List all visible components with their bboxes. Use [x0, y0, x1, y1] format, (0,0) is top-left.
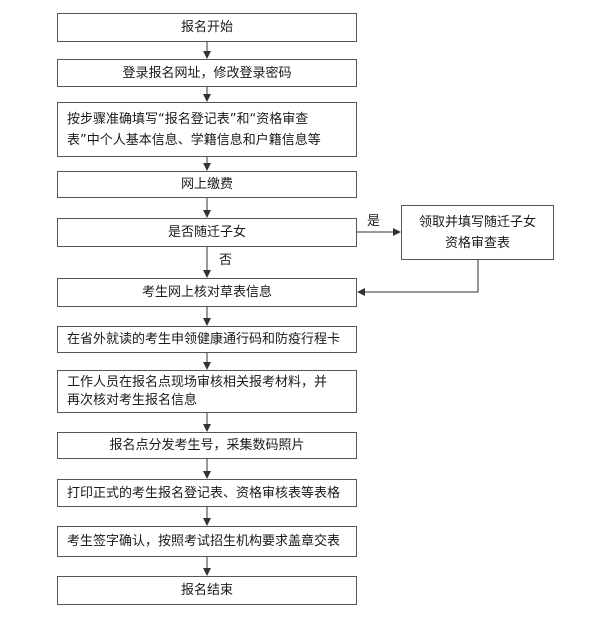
- step-end-text: 报名结束: [180, 583, 233, 598]
- step-sign: 考生签字确认，按照考试招生机构要求盖章交表: [57, 526, 357, 557]
- step-review-line1: 工作人员在报名点现场审核相关报考材料，并: [67, 374, 328, 390]
- step-review-text: 工作人员在报名点现场审核相关报考材料，并 再次核对考生报名信息: [67, 374, 327, 410]
- step-issue-number: 报名点分发考生号，采集数码照片: [57, 432, 357, 459]
- step-print: 打印正式的考生报名登记表、资格审核表等表格: [57, 479, 357, 507]
- step-health-code: 在省外就读的考生申领健康通行码和防疫行程卡: [57, 326, 357, 353]
- step-decision-text: 是否随迁子女: [167, 225, 246, 240]
- step-pay: 网上缴费: [57, 171, 357, 198]
- step-sign-text: 考生签字确认，按照考试招生机构要求盖章交表: [67, 534, 341, 549]
- label-yes: 是: [367, 214, 381, 229]
- step-verify: 考生网上核对草表信息: [57, 278, 357, 307]
- step-fill-form-line1: 按步骤准确填写“报名登记表”和“资格审查: [67, 111, 309, 127]
- step-end: 报名结束: [57, 576, 357, 605]
- step-migrant-form-line1: 领取并填写随迁子女: [418, 214, 536, 230]
- step-login: 登录报名网址，修改登录密码: [57, 59, 357, 87]
- step-verify-text: 考生网上核对草表信息: [141, 285, 272, 300]
- step-fill-form-text: 按步骤准确填写“报名登记表”和“资格审查 表”中个人基本信息、学籍信息和户籍信息…: [67, 109, 321, 151]
- label-no: 否: [219, 253, 233, 268]
- step-migrant-form-text: 领取并填写随迁子女 资格审查表: [419, 212, 536, 254]
- step-login-text: 登录报名网址，修改登录密码: [122, 65, 292, 81]
- step-review-line2: 再次核对考生报名信息: [67, 392, 198, 408]
- arrow-migrant-to-verify: [357, 260, 479, 296]
- step-start: 报名开始: [57, 13, 357, 42]
- step-pay-text: 网上缴费: [180, 177, 233, 192]
- step-fill-form: 按步骤准确填写“报名登记表”和“资格审查 表”中个人基本信息、学籍信息和户籍信息…: [57, 102, 357, 157]
- step-migrant-form-line2: 资格审查表: [444, 235, 510, 251]
- step-decision: 是否随迁子女: [57, 218, 357, 247]
- step-review: 工作人员在报名点现场审核相关报考材料，并 再次核对考生报名信息: [57, 370, 357, 413]
- step-migrant-form: 领取并填写随迁子女 资格审查表: [401, 205, 554, 260]
- step-start-text: 报名开始: [180, 20, 233, 35]
- step-health-code-text: 在省外就读的考生申领健康通行码和防疫行程卡: [67, 332, 341, 347]
- step-print-text: 打印正式的考生报名登记表、资格审核表等表格: [67, 485, 341, 501]
- step-issue-number-text: 报名点分发考生号，采集数码照片: [109, 438, 305, 453]
- step-fill-form-line2: 表”中个人基本信息、学籍信息和户籍信息等: [67, 132, 321, 148]
